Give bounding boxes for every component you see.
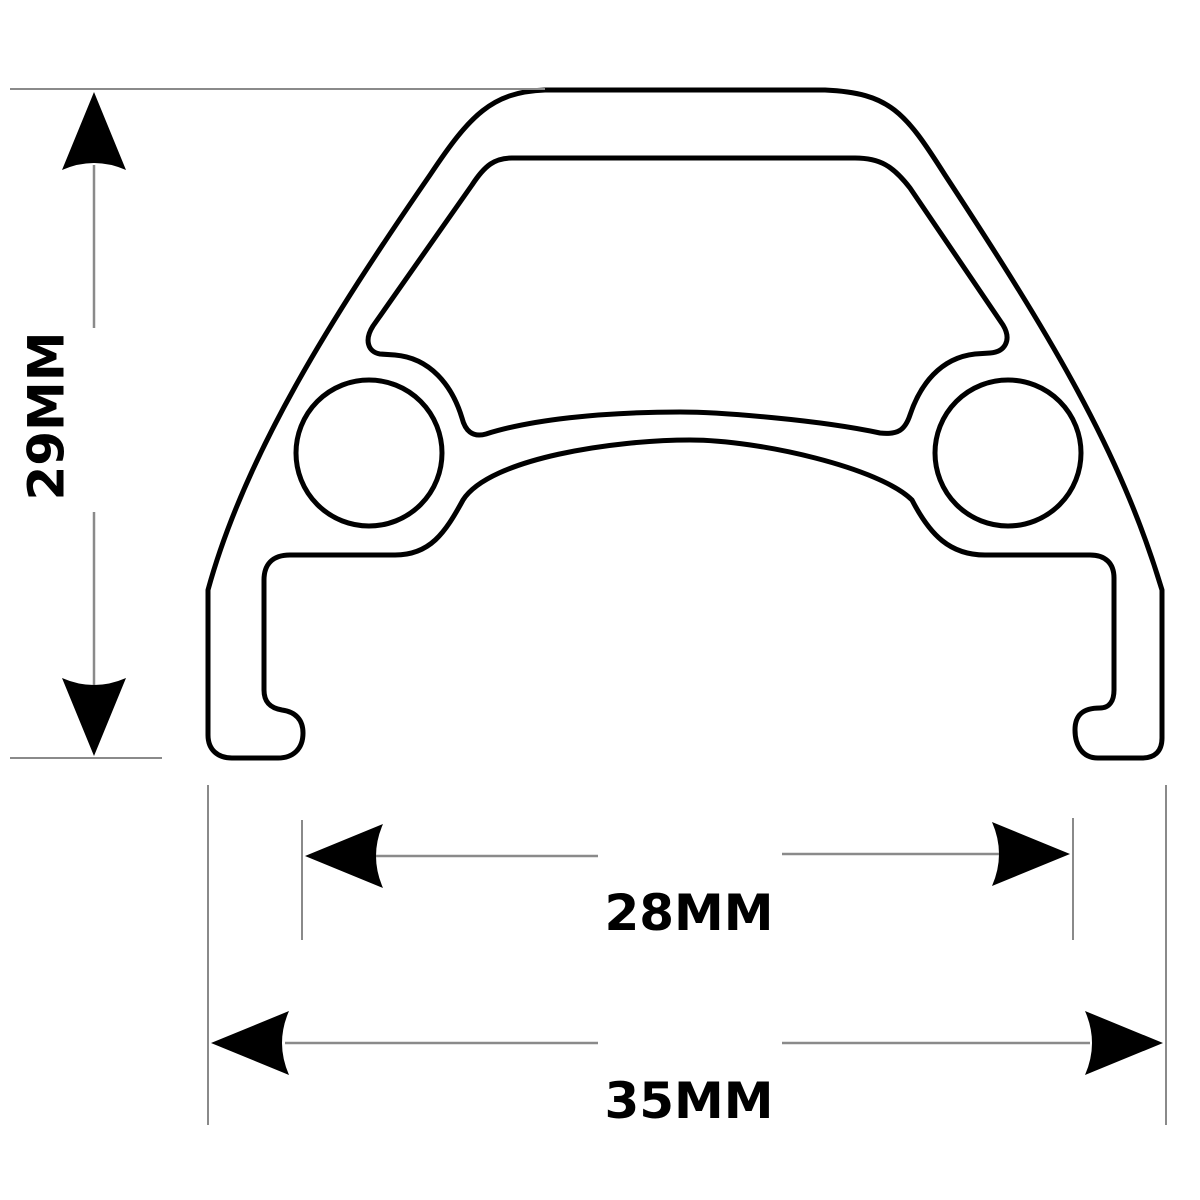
inner-width-arrow-left — [305, 824, 383, 888]
left-eyelet-circle — [293, 377, 445, 529]
right-eyelet-circle — [932, 377, 1084, 529]
outer-width-arrow-right — [1085, 1011, 1163, 1075]
inner-width-label: 28MM — [604, 884, 773, 942]
inner-width-arrow-right — [992, 822, 1070, 886]
outer-width-arrow-left — [211, 1011, 289, 1075]
rim-outer-outline — [205, 87, 1165, 761]
rim-inner-chamber — [365, 155, 1010, 438]
outer-width-label: 35MM — [604, 1072, 773, 1130]
height-arrow-up — [62, 92, 126, 170]
height-arrow-down — [62, 678, 126, 756]
height-label: 29MM — [18, 331, 76, 500]
